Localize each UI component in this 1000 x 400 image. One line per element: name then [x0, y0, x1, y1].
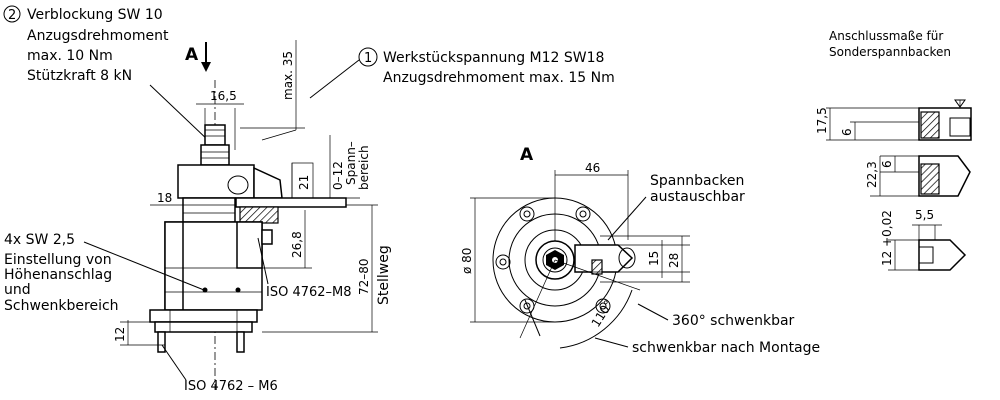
dim-d80: ø 80 [460, 248, 474, 274]
dim-12: 12 [113, 327, 127, 342]
adjust-line3: Höhenanschlag [4, 267, 112, 283]
stellweg-label: Stellweg [376, 245, 392, 305]
dim-12-tol: 12 +0,02 [880, 210, 894, 266]
dim-16-5: 16,5 [210, 89, 237, 103]
spann-label-1: Spann– [344, 141, 358, 185]
clamp-body [149, 124, 347, 353]
dim-0-12: 0–12 [331, 161, 345, 190]
iso-m8-label: ISO 4762–M8 [266, 285, 352, 300]
front-view: A 46 ø 80 [460, 145, 820, 356]
callout-2-line4: Stützkraft 8 kN [27, 68, 132, 84]
callout-1: 1 Werkstückspannung M12 SW18 Anzugsdrehm… [309, 47, 615, 99]
view-marker-a: A [185, 45, 199, 65]
iso-m6-label: ISO 4762 – M6 [184, 379, 278, 394]
spann-label-2: bereich [357, 145, 371, 190]
adjust-note: 4x SW 2,5 Einstellung von Höhenanschlag … [4, 232, 205, 314]
dim-max-35: max. 35 [281, 51, 295, 100]
dim-5-5: 5,5 [915, 208, 934, 222]
dim-22-3: 22,3 [865, 161, 879, 188]
dim-15: 15 [647, 251, 661, 266]
dim-6-upper: 6 [840, 128, 854, 136]
adjust-line5: Schwenkbereich [4, 298, 119, 314]
adjust-line1: 4x SW 2,5 [4, 232, 75, 248]
callout-1-leader [309, 59, 360, 99]
callout-2-leader [149, 84, 211, 143]
swivel-360-label: 360° schwenkbar [672, 313, 795, 329]
dim-28: 28 [667, 253, 681, 268]
detail-title-1: Anschlussmaße für [829, 29, 943, 43]
detail-title-2: Sonderspannbacken [829, 45, 951, 59]
callout-2-line3: max. 10 Nm [27, 48, 113, 64]
adjust-line2: Einstellung von [4, 252, 112, 268]
callout-1-line2: Anzugsdrehmoment max. 15 Nm [383, 70, 615, 86]
adjust-line4: und [4, 282, 31, 298]
dim-46: 46 [585, 161, 600, 175]
callout-2-number: 2 [8, 8, 16, 23]
spannbacken-line2: austauschbar [650, 189, 745, 205]
front-view-title: A [520, 145, 534, 165]
callout-2: 2 Verblockung SW 10 Anzugsdrehmoment max… [3, 5, 211, 143]
detail-view: Anschlussmaße für Sonderspannbacken 17,5… [815, 29, 972, 271]
callout-1-number: 1 [364, 51, 372, 66]
dim-21: 21 [297, 175, 311, 190]
callout-1-line1: Werkstückspannung M12 SW18 [383, 50, 604, 66]
swivel-after-label: schwenkbar nach Montage [632, 340, 820, 356]
dim-6-lower: 6 [880, 160, 894, 168]
callout-2-line1: Verblockung SW 10 [27, 7, 163, 23]
callout-2-line2: Anzugsdrehmoment [27, 28, 169, 44]
angle-110: 110° [589, 298, 616, 330]
dim-72-80: 72–80 [357, 258, 371, 295]
dim-18: 18 [157, 191, 172, 205]
side-view: 2 Verblockung SW 10 Anzugsdrehmoment max… [3, 5, 615, 394]
dim-17-5: 17,5 [815, 107, 829, 134]
spannbacken-line1: Spannbacken [650, 173, 744, 189]
dim-26-8: 26,8 [290, 231, 304, 258]
